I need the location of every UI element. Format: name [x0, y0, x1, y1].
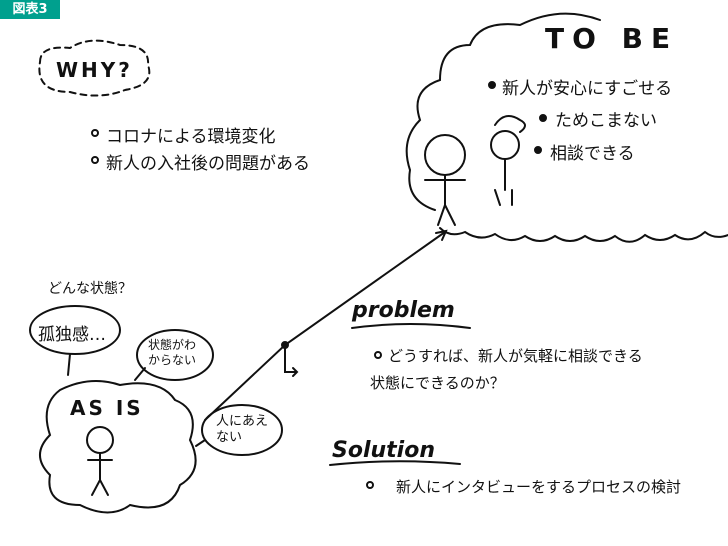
to-be-item: 新人が安心にすごせる	[502, 79, 673, 99]
bubble-unknown-text: 状態がわからない	[148, 338, 197, 367]
as-is-question: どんな状態？	[48, 281, 132, 297]
problem-text: どうすれば、新人が気軽に相談できる	[388, 347, 643, 365]
as-is-cloud	[39, 380, 197, 514]
bubble-unknown	[136, 329, 214, 381]
bubble-lonely	[29, 305, 121, 355]
why-item: 新人の入社後の問題がある	[106, 154, 310, 174]
why-item: コロナによる環境変化	[106, 127, 276, 147]
why-title: WHY?	[56, 58, 133, 82]
solution-text: 新人にインタビューをするプロセスの検討	[396, 478, 682, 496]
bubble-cant-meet	[201, 404, 283, 456]
problem-text: 状態にできるのか？	[370, 374, 505, 392]
to-be-item: ためこまない	[555, 111, 657, 131]
figure-label: 図表3	[0, 0, 60, 19]
to-be-title: TO BE	[545, 22, 679, 55]
problem-title: problem	[352, 298, 455, 323]
to-be-cloud	[405, 12, 728, 243]
bubble-cant-meet-text: 人にあえない	[216, 414, 269, 445]
as-is-title: AS IS	[70, 396, 144, 420]
why-cloud	[38, 39, 151, 97]
bubble-lonely-text: 孤独感…	[38, 325, 106, 345]
to-be-item: 相談できる	[550, 144, 635, 164]
solution-title: Solution	[332, 438, 435, 463]
